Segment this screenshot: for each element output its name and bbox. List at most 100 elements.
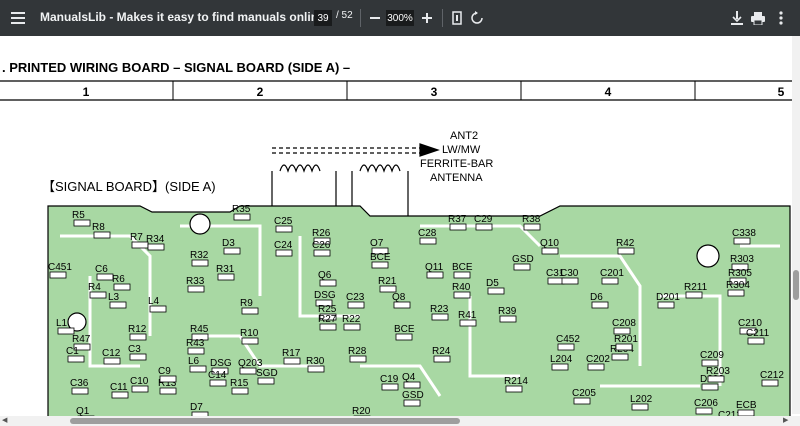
zoom-input[interactable]: 300% xyxy=(386,10,414,26)
page-number-input[interactable]: 39 xyxy=(314,10,332,26)
print-icon[interactable] xyxy=(749,9,767,27)
component-body xyxy=(241,337,259,345)
signal-board xyxy=(47,205,791,426)
component-marker: BCE xyxy=(394,324,415,341)
component-marker: C28 xyxy=(418,228,437,245)
component-body xyxy=(191,259,209,267)
component-designator: L202 xyxy=(630,394,653,405)
component-body xyxy=(395,333,413,341)
fit-page-icon[interactable] xyxy=(448,9,466,27)
component-marker: C212 xyxy=(760,370,784,387)
component-designator: R13 xyxy=(158,378,177,389)
component-designator: Q10 xyxy=(540,238,559,249)
component-designator: BCE xyxy=(452,262,473,273)
component-designator: R20 xyxy=(352,406,371,417)
component-marker: ECB xyxy=(736,400,757,417)
component-marker: R17 xyxy=(282,348,301,365)
component-marker: R38 xyxy=(522,214,541,231)
component-designator: C211 xyxy=(746,328,770,339)
component-marker: C9 xyxy=(158,366,177,383)
component-body xyxy=(315,299,333,307)
component-marker: BCE xyxy=(370,252,391,269)
component-marker: L3 xyxy=(108,292,127,309)
component-marker: C210 xyxy=(738,318,762,335)
component-designator: D3 xyxy=(222,238,235,249)
column-label: 2 xyxy=(257,85,264,99)
component-marker: BCE xyxy=(452,262,473,279)
component-marker: SGD xyxy=(256,368,278,385)
component-marker: DSG xyxy=(314,290,336,307)
rotate-icon[interactable] xyxy=(468,9,486,27)
component-designator: BCE xyxy=(370,252,391,263)
toolbar-divider xyxy=(360,9,361,27)
component-marker: R4 xyxy=(88,282,107,299)
component-body xyxy=(111,391,129,399)
component-marker: R41 xyxy=(458,310,477,327)
component-body xyxy=(685,291,703,299)
component-marker: C1 xyxy=(66,346,85,363)
component-designator: C10 xyxy=(130,376,149,387)
horizontal-scroll-thumb[interactable] xyxy=(70,418,460,424)
component-body xyxy=(89,291,107,299)
component-body xyxy=(631,403,649,411)
component-marker: R25 xyxy=(318,304,337,321)
component-body xyxy=(611,353,629,361)
component-body xyxy=(731,263,749,271)
component-body xyxy=(283,357,301,365)
component-body xyxy=(381,383,399,391)
scroll-right-arrow[interactable]: ▶ xyxy=(783,417,789,424)
page-total: / 52 xyxy=(336,10,353,21)
pdf-toolbar: ManualsLib - Makes it easy to find manua… xyxy=(0,0,800,36)
component-body xyxy=(223,247,241,255)
menu-icon[interactable] xyxy=(8,8,28,28)
component-body xyxy=(241,307,259,315)
component-designator: C9 xyxy=(158,366,171,377)
component-marker: C208 xyxy=(612,318,636,335)
column-label: 3 xyxy=(431,85,438,99)
vertical-scrollbar[interactable] xyxy=(792,36,800,414)
component-body xyxy=(257,377,275,385)
component-designator: C206 xyxy=(694,398,718,409)
component-marker: L204 xyxy=(550,354,573,371)
minus-icon[interactable] xyxy=(366,9,384,27)
wiring-board-page: . PRINTED WIRING BOARD – SIGNAL BOARD (S… xyxy=(0,60,800,426)
component-designator: D6 xyxy=(590,292,603,303)
component-designator: R8 xyxy=(92,222,105,233)
antenna-label-line: FERRITE-BAR xyxy=(420,158,493,170)
component-marker: L1 xyxy=(56,318,75,335)
component-marker: R304 xyxy=(726,280,750,297)
component-designator: R7 xyxy=(130,232,143,243)
plus-icon[interactable] xyxy=(418,9,436,27)
component-marker: R33 xyxy=(186,276,205,293)
pdf-page-view[interactable]: . PRINTED WIRING BOARD – SIGNAL BOARD (S… xyxy=(0,36,800,426)
component-marker: R6 xyxy=(112,274,131,291)
component-body xyxy=(231,387,249,395)
component-designator: C208 xyxy=(612,318,636,329)
component-designator: R9 xyxy=(240,298,253,309)
component-designator: R304 xyxy=(726,280,750,291)
component-designator: GSD xyxy=(402,390,424,401)
component-body xyxy=(426,271,444,279)
component-designator: C23 xyxy=(346,292,365,303)
component-designator: R15 xyxy=(230,378,249,389)
component-designator: R32 xyxy=(190,250,209,261)
more-icon[interactable] xyxy=(772,9,790,27)
component-body xyxy=(613,327,631,335)
download-icon[interactable] xyxy=(728,9,746,27)
component-marker: C36 xyxy=(70,378,89,395)
component-marker: R35 xyxy=(232,204,251,221)
component-body xyxy=(189,365,207,373)
component-body xyxy=(211,367,229,375)
component-marker: C12 xyxy=(102,348,121,365)
component-marker: O7 xyxy=(370,238,389,255)
component-marker: R8 xyxy=(92,222,111,239)
component-body xyxy=(617,247,635,255)
component-marker: R23 xyxy=(430,304,449,321)
component-body xyxy=(275,225,293,233)
component-designator: R40 xyxy=(452,282,471,293)
component-designator: R305 xyxy=(728,268,752,279)
component-designator: R31 xyxy=(216,264,235,275)
scroll-left-arrow[interactable]: ◀ xyxy=(2,417,8,424)
component-designator: Q11 xyxy=(425,262,444,273)
vertical-scroll-thumb[interactable] xyxy=(793,270,799,300)
